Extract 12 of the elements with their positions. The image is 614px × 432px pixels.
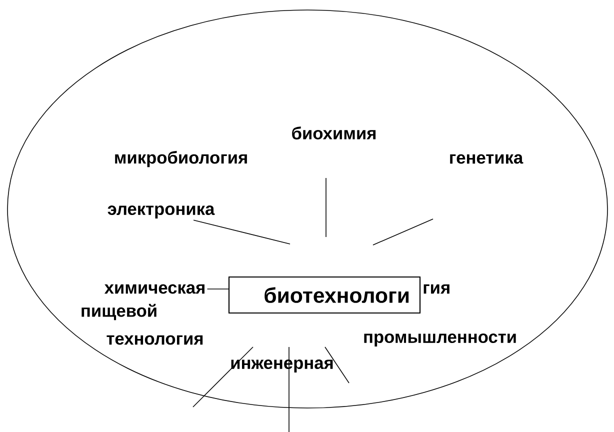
term-text: химическая [104,284,204,294]
topic-label: пищевой [82,304,156,320]
term-text: электроника [108,206,215,218]
topic-label: технология [106,335,203,345]
connector-line [206,288,229,290]
topic-label: биохимия [292,126,376,140]
topic-label: генетика [450,154,524,164]
topic-label: микробиология [115,150,247,168]
topic-label: промышленности [364,334,516,346]
oval-outline [7,10,608,408]
connector-line [193,220,290,244]
term-box: биотехнологи [228,276,421,314]
